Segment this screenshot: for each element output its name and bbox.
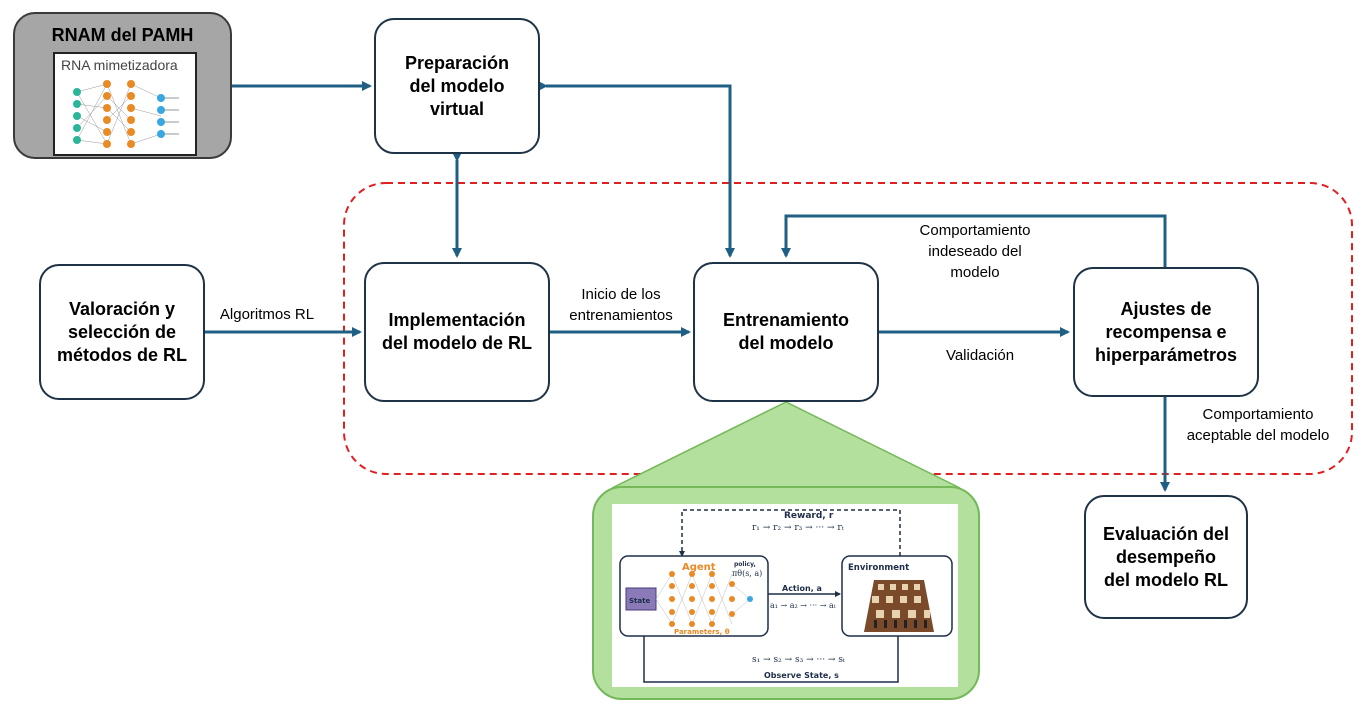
state-text: State	[629, 597, 650, 605]
policy-fn-text: πθ(s, a)	[732, 569, 762, 578]
state-seq-text: s₁ → s₂ → s₃ → ··· → sₜ	[752, 655, 846, 665]
algoritmos-label: Algoritmos RL	[219, 306, 315, 323]
valoracion-box: Valoración y selección de métodos de RL	[39, 264, 205, 400]
validacion-label: Validación	[945, 347, 1015, 364]
rnam-box: RNAM del PAMH RNA mimetizadora	[13, 12, 232, 159]
neural-network-icon	[73, 80, 179, 148]
rnam-title: RNAM del PAMH	[51, 25, 194, 45]
arrow-ajustes-to-entrenamiento	[781, 214, 1167, 268]
preparacion-label: Preparación del modelo virtual	[404, 52, 510, 119]
implementacion-box: Implementación del modelo de RL	[364, 262, 550, 402]
indeseado-label: Comportamiento indeseado del modelo	[919, 222, 1031, 281]
reward-text: Reward, r	[784, 511, 834, 521]
rnam-image-label: RNA mimetizadora	[61, 57, 178, 73]
evaluacion-box: Evaluación del desempeño del modelo RL	[1084, 495, 1248, 619]
ajustes-label: Ajustes de recompensa e hiperparámetros	[1094, 298, 1238, 365]
neural-network-image: RNA mimetizadora	[53, 52, 197, 156]
parameters-text: Parameters, θ	[674, 628, 730, 636]
chessboard-icon	[864, 580, 934, 632]
reward-seq-text: r₁ → r₂ → r₃ → ··· → rₜ	[752, 523, 845, 533]
policy-text: policy,	[734, 561, 756, 568]
rl-agent-environment-figure: Reward, r r₁ → r₂ → r₃ → ··· → rₜ Agent …	[612, 504, 958, 687]
observe-state-text: Observe State, s	[764, 671, 839, 680]
zoom-triangle	[611, 401, 961, 489]
rl-loop-diagram: Reward, r r₁ → r₂ → r₃ → ··· → rₜ Agent …	[619, 509, 953, 683]
action-text: Action, a	[782, 584, 822, 593]
agent-text: Agent	[682, 562, 716, 573]
entrenamiento-box: Entrenamiento del modelo	[693, 262, 879, 402]
action-seq-text: a₁ → a₂ → ··· → aₜ	[770, 601, 836, 610]
environment-text: Environment	[848, 563, 909, 573]
inicio-label: Inicio de los entrenamientos	[569, 286, 673, 324]
entrenamiento-label: Entrenamiento del modelo	[722, 310, 850, 353]
aceptable-label: Comportamiento aceptable del modelo	[1186, 406, 1330, 444]
valoracion-label: Valoración y selección de métodos de RL	[56, 298, 187, 365]
rl-training-region	[343, 182, 1353, 475]
evaluacion-label: Evaluación del desempeño del modelo RL	[1102, 523, 1230, 590]
preparacion-box: Preparación del modelo virtual	[374, 18, 540, 154]
ajustes-box: Ajustes de recompensa e hiperparámetros	[1073, 267, 1259, 397]
implementacion-label: Implementación del modelo de RL	[381, 310, 532, 353]
arrow-preparacion-entrenamiento	[538, 81, 735, 258]
